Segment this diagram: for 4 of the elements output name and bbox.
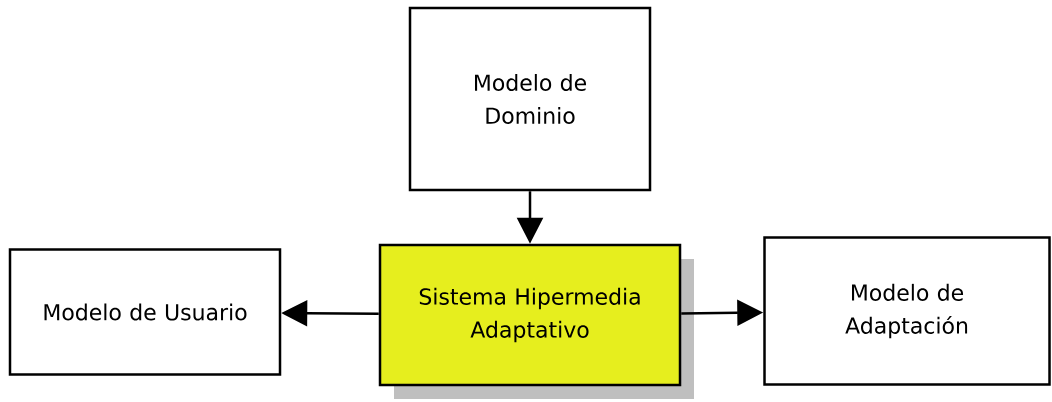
process-box: Modelo de Usuario	[8, 248, 282, 376]
process-box: Modelo de Dominio	[408, 6, 652, 192]
process-box: Modelo de Adaptación	[763, 236, 1051, 386]
highlighted-box: Sistema Hipermedia Adaptativo	[378, 243, 694, 399]
